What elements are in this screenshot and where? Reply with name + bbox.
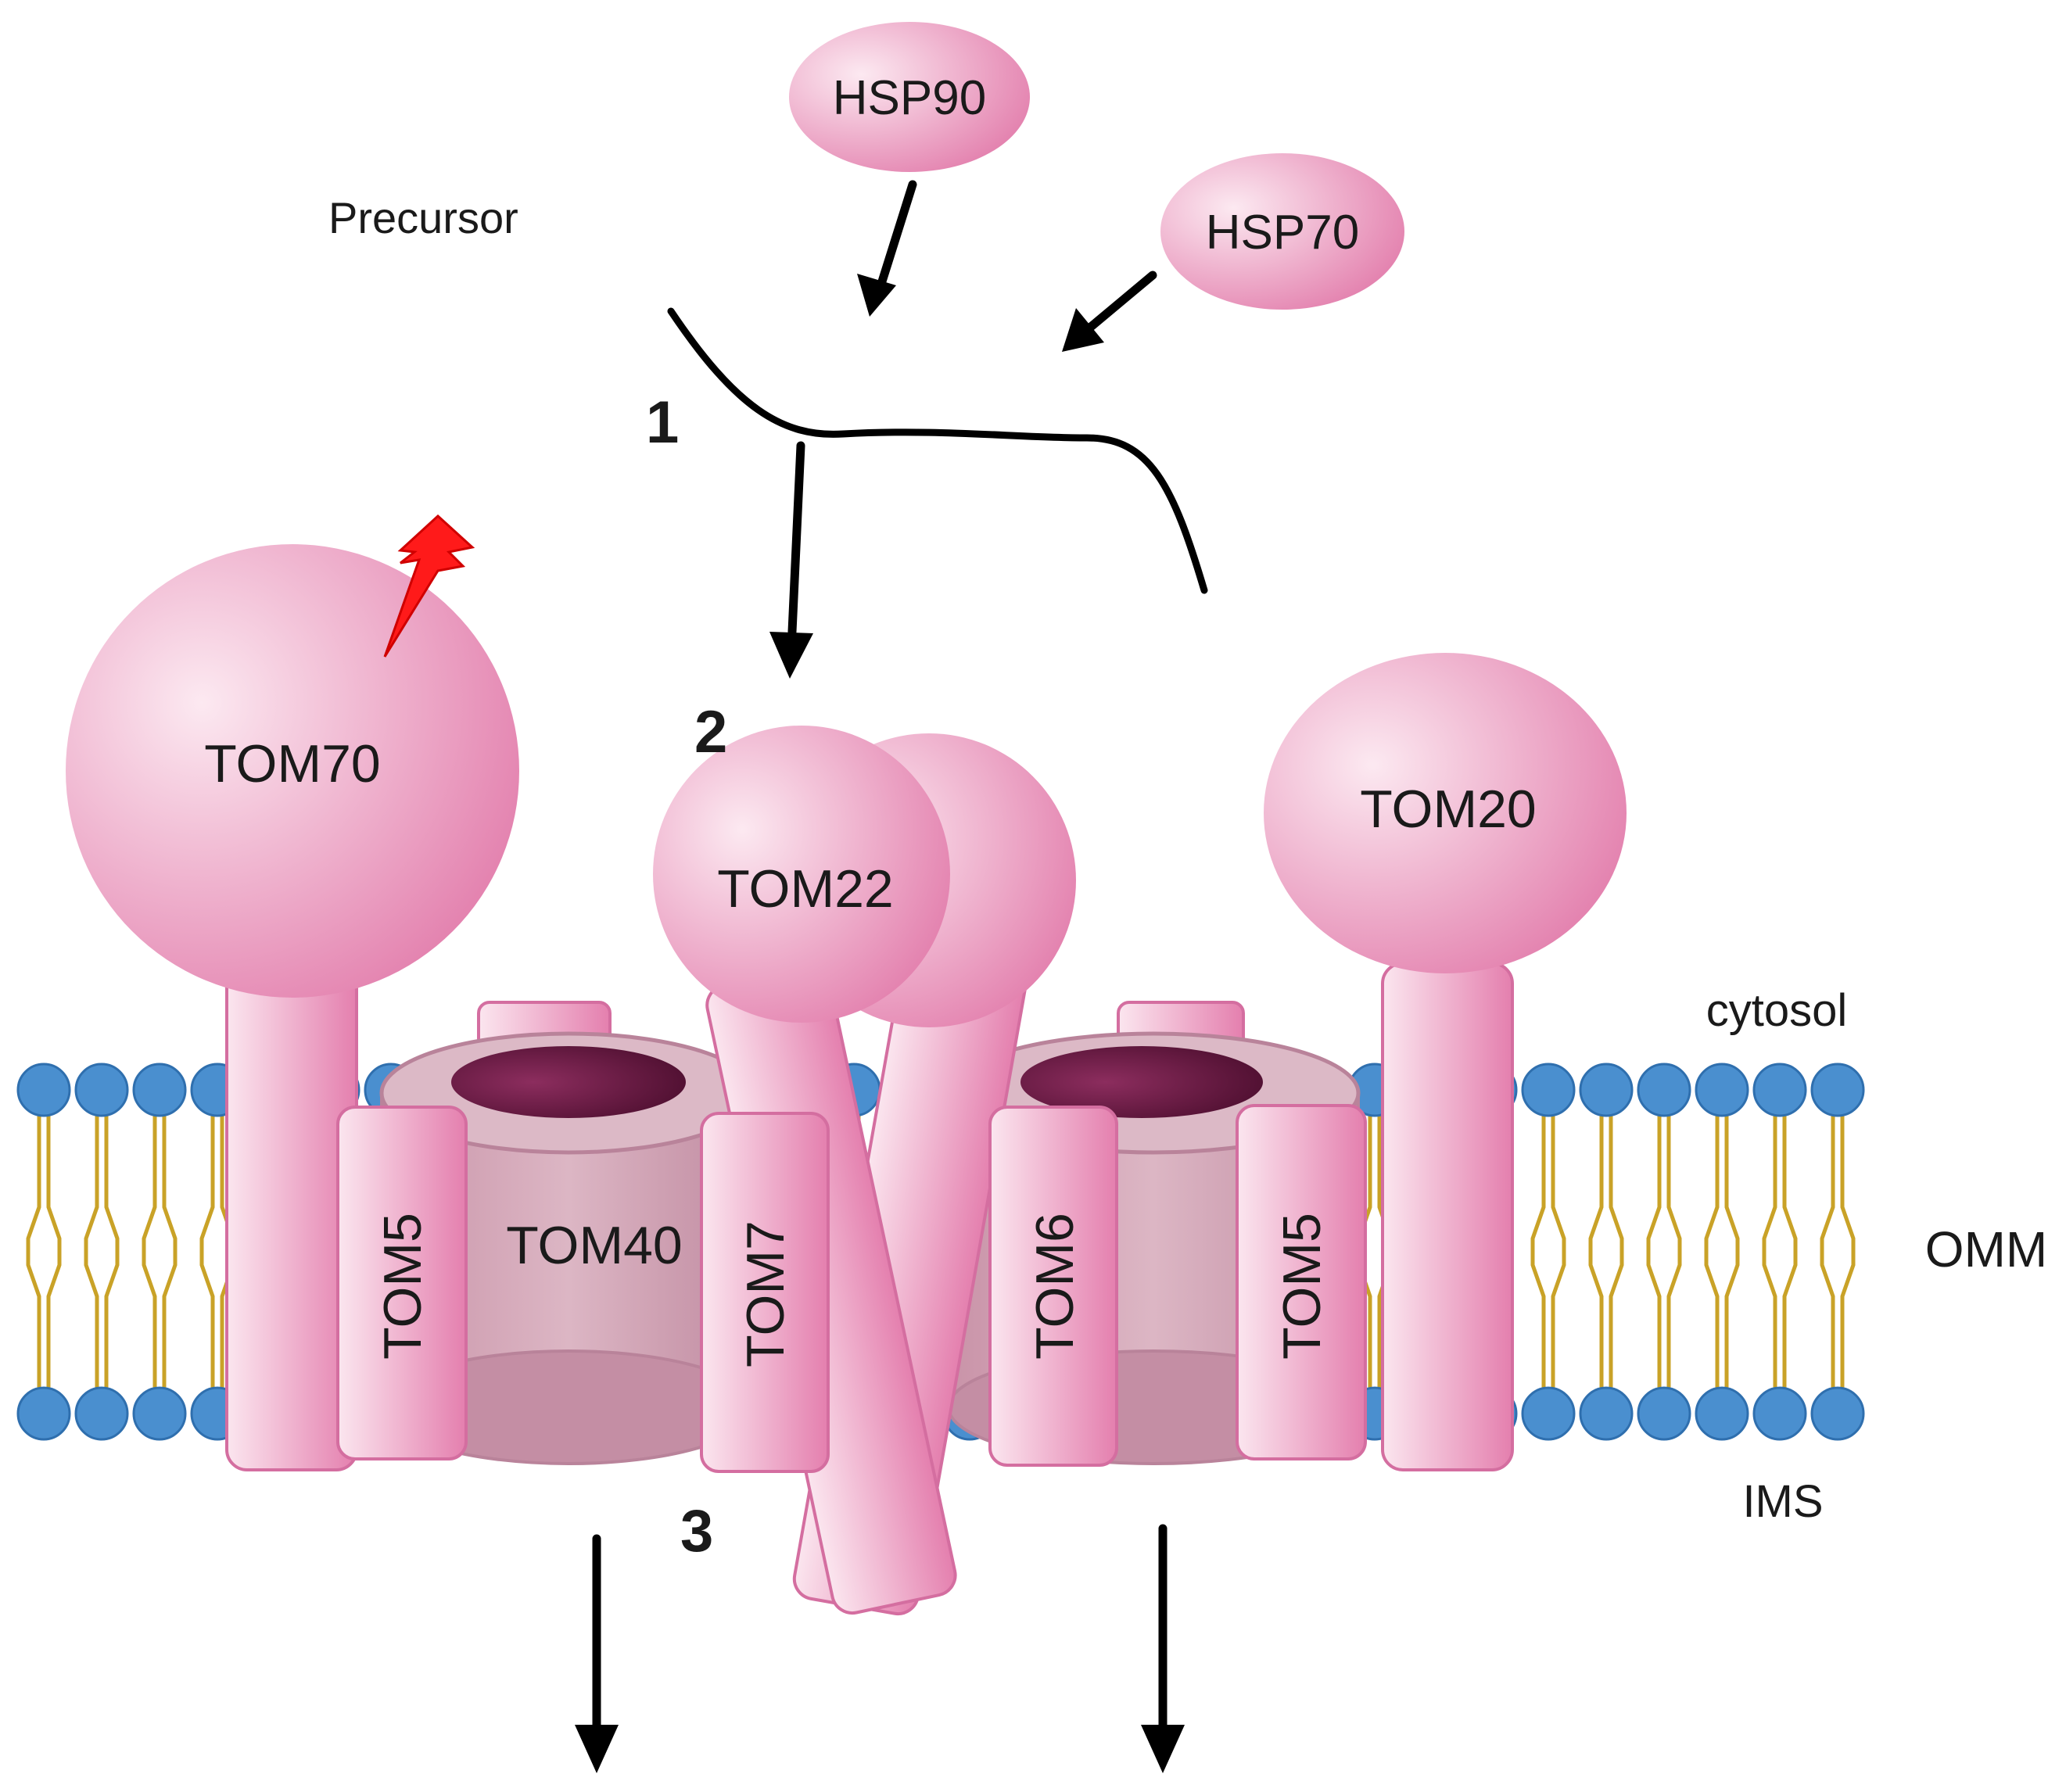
tom20-receptor: TOM20: [1264, 653, 1627, 1471]
arrow-hsp90-to-precursor: [857, 180, 917, 317]
lipid-molecule: [1579, 1063, 1634, 1441]
tom20-label: TOM20: [1360, 780, 1536, 839]
lipid-molecule: [1521, 1063, 1576, 1441]
hsp90-label: HSP90: [833, 71, 986, 125]
lipid-molecule: [1810, 1063, 1865, 1441]
tom7-label: TOM7: [736, 1220, 795, 1367]
tom6-label: TOM6: [1025, 1213, 1085, 1360]
arrow-hsp70-to-precursor: [1062, 271, 1157, 352]
ims-label: IMS: [1742, 1476, 1823, 1527]
tom5-left: TOM5: [336, 1106, 468, 1460]
cytosol-label: cytosol: [1706, 985, 1848, 1036]
tom40-pore-left: [379, 1001, 758, 1465]
tom22-label: TOM22: [717, 859, 893, 919]
tom5-left-label: TOM5: [373, 1213, 432, 1360]
tom6: TOM6: [988, 1106, 1118, 1467]
arrow-import-right: [1141, 1524, 1185, 1773]
hsp70-chaperone: HSP70: [1160, 153, 1404, 310]
tom5-right-label: TOM5: [1272, 1213, 1332, 1360]
omm-label: OMM: [1925, 1221, 2047, 1278]
tom5-right: TOM5: [1236, 1104, 1367, 1460]
lipid-molecule: [1637, 1063, 1691, 1441]
tom7: TOM7: [700, 1112, 830, 1473]
lipid-molecule: [132, 1063, 187, 1441]
arrow-precursor-to-tom22: [769, 441, 813, 679]
lipid-molecule: [16, 1063, 71, 1441]
lipid-molecule: [74, 1063, 129, 1441]
tom70-receptor: TOM70: [66, 544, 519, 1471]
tom70-label: TOM70: [204, 734, 380, 794]
step-2-label: 2: [694, 699, 727, 765]
lipid-molecule: [1752, 1063, 1807, 1441]
step-1-label: 1: [646, 389, 679, 456]
arrow-import-left: [575, 1534, 619, 1773]
hsp70-label: HSP70: [1206, 206, 1359, 260]
lipid-molecule: [1695, 1063, 1749, 1441]
precursor-label: Precursor: [328, 193, 518, 242]
hsp90-chaperone: HSP90: [789, 22, 1030, 172]
precursor-chain: [667, 307, 1208, 594]
tom40-label: TOM40: [506, 1216, 682, 1275]
step-3-label: 3: [680, 1498, 713, 1564]
lightning-bolt-icon: [383, 514, 475, 658]
